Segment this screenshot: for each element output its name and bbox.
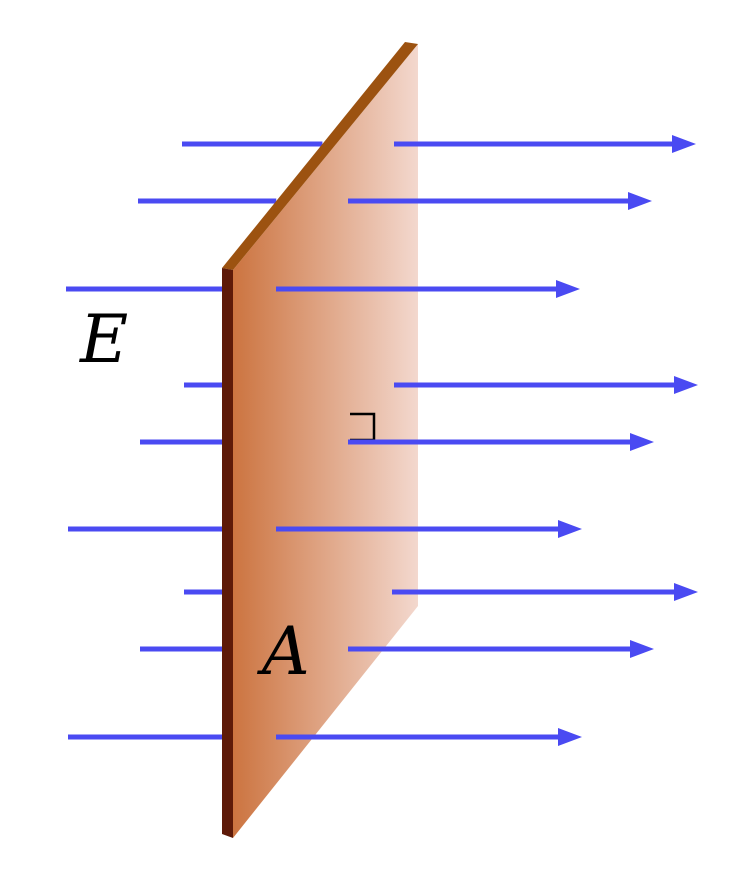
- plate-top-edge: [222, 42, 418, 270]
- arrowhead: [630, 640, 654, 658]
- arrowhead: [674, 583, 698, 601]
- arrowhead: [558, 728, 582, 746]
- incoming-field-lines: [66, 141, 323, 740]
- field-arrow-icon: [348, 433, 654, 451]
- plate-face: [233, 44, 418, 838]
- field-arrow-icon: [394, 135, 696, 153]
- field-arrow-icon: [348, 640, 654, 658]
- field-arrow-icon: [276, 280, 580, 298]
- field-arrow-icon: [394, 376, 698, 394]
- field-arrow-icon: [276, 728, 582, 746]
- arrowhead: [672, 135, 696, 153]
- field-arrow-icon: [276, 520, 582, 538]
- arrowhead: [628, 192, 652, 210]
- outgoing-field-arrows: [276, 135, 698, 746]
- field-label-e: E: [79, 301, 128, 378]
- plate-side-edge: [222, 268, 233, 838]
- arrowhead: [630, 433, 654, 451]
- field-arrow-icon: [392, 583, 698, 601]
- area-label-a: A: [256, 613, 310, 690]
- arrowhead: [674, 376, 698, 394]
- surface-plate: [222, 42, 418, 838]
- arrowhead: [558, 520, 582, 538]
- field-arrow-icon: [348, 192, 652, 210]
- arrowhead: [556, 280, 580, 298]
